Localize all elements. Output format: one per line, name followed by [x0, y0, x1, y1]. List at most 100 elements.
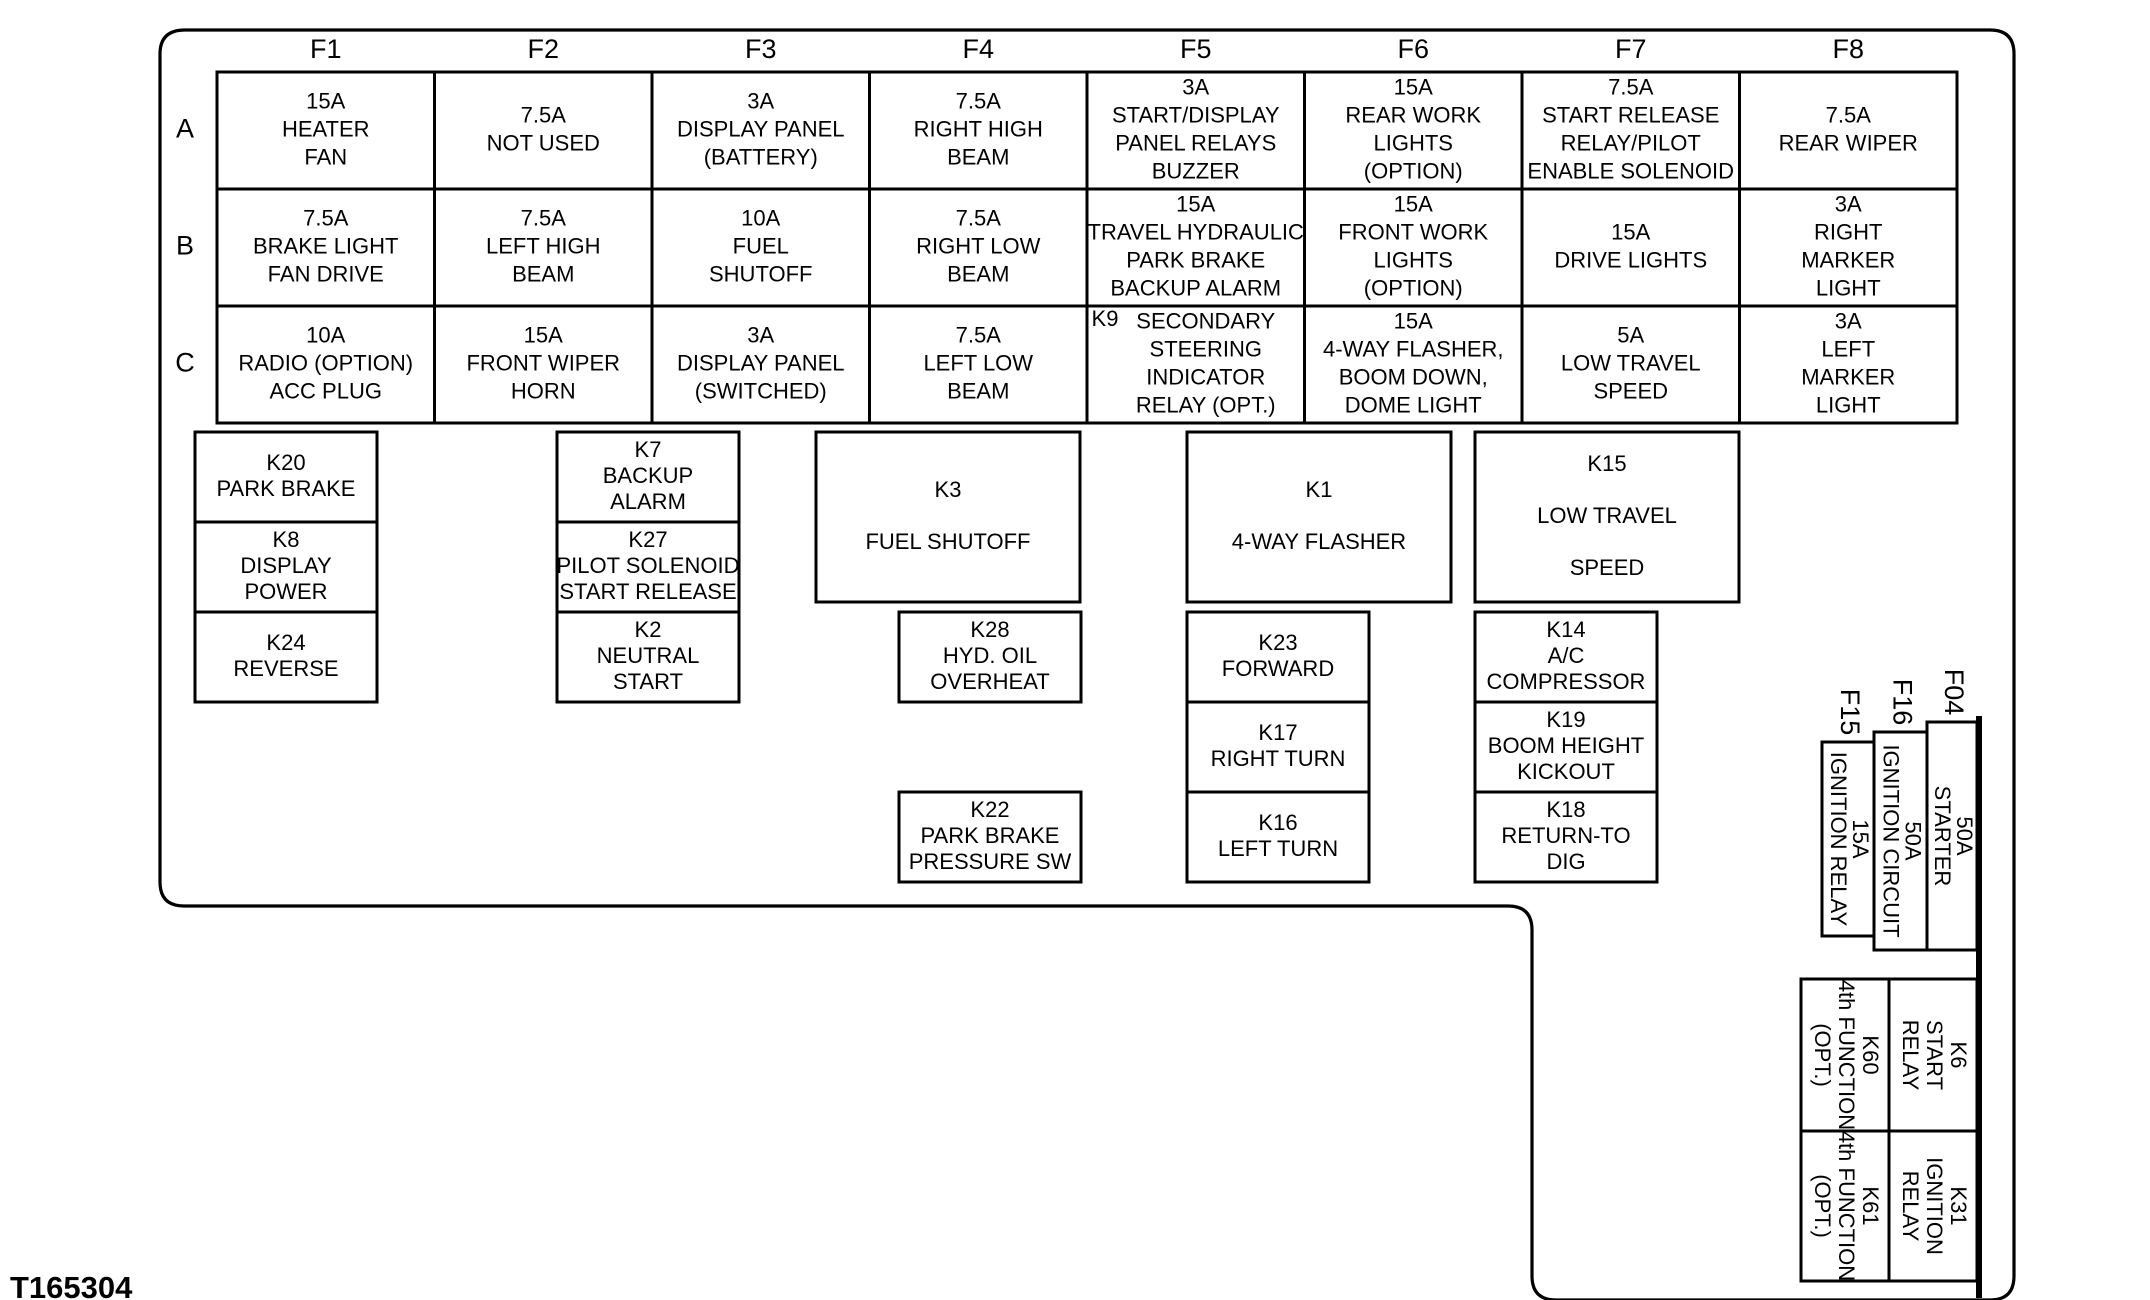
fuse-b8-line-3: LIGHT — [1816, 275, 1881, 300]
large-fuse-f16-line-1: IGNITION CIRCUIT — [1879, 744, 1904, 937]
fuse-b4-line-0: 7.5A — [956, 205, 1002, 230]
relay-k22 — [897, 790, 1083, 884]
relay-k16 — [1185, 790, 1371, 884]
relay-k8 — [193, 520, 379, 614]
fuse-c5-line-1: STEERING — [1150, 336, 1262, 361]
relay-k1 — [1185, 430, 1453, 604]
relay-k15-line-1: LOW TRAVEL — [1537, 503, 1677, 528]
fuse-c4-line-2: BEAM — [947, 378, 1009, 403]
relay-k7-line-1: BACKUP — [603, 463, 693, 488]
fuse-mounting-bar — [1976, 716, 1982, 1298]
relay-k20-line-0: K20 — [266, 450, 305, 475]
fuse-c3-line-1: DISPLAY PANEL — [677, 350, 845, 375]
fuse-b5-line-0: 15A — [1176, 191, 1215, 216]
fuse-b4 — [868, 187, 1089, 308]
relay-k22-line-2: PRESSURE SW — [909, 849, 1072, 874]
fuse-b5-line-1: TRAVEL HYDRAULIC — [1088, 219, 1304, 244]
relay-k19-line-0: K19 — [1546, 707, 1585, 732]
relay-k3-line-0: K3 — [935, 477, 962, 502]
large-fuse-f15 — [1820, 740, 1876, 938]
fuse-a3-line-0: 3A — [747, 88, 774, 113]
relay-k18-line-1: RETURN-TO — [1501, 823, 1630, 848]
fuse-b1 — [215, 187, 436, 308]
relay-k15-line-2: SPEED — [1570, 555, 1645, 580]
fuse-c6-line-3: DOME LIGHT — [1345, 392, 1482, 417]
fuse-c7-line-0: 5A — [1617, 322, 1644, 347]
fuse-c5-line-3: RELAY (OPT.) — [1136, 392, 1276, 417]
fuse-b6-line-2: LIGHTS — [1374, 247, 1453, 272]
fuse-c7 — [1520, 304, 1741, 425]
drawing-id: T165304 — [10, 1270, 133, 1300]
fuse-b8-line-2: MARKER — [1801, 247, 1895, 272]
fuse-a7-line-0: 7.5A — [1608, 74, 1654, 99]
side-relay-k60-line-2: (OPT.) — [1810, 1023, 1835, 1087]
relay-k27 — [555, 520, 741, 614]
relay-k24-line-1: REVERSE — [233, 656, 338, 681]
relay-k18-line-0: K18 — [1546, 797, 1585, 822]
relay-k17-line-0: K17 — [1258, 720, 1297, 745]
relay-k14-line-0: K14 — [1546, 617, 1585, 642]
column-header-f3: F3 — [745, 34, 777, 64]
relay-k2-line-2: START — [613, 669, 683, 694]
relay-k24-line-0: K24 — [266, 630, 305, 655]
fuse-a6-line-2: LIGHTS — [1374, 130, 1453, 155]
relay-k20-line-1: PARK BRAKE — [217, 476, 356, 501]
relay-k3 — [814, 430, 1082, 604]
fuse-a3-line-1: DISPLAY PANEL — [677, 116, 845, 141]
large-fuse-f16-line-0: 50A — [1901, 821, 1926, 860]
fuse-b8-line-1: RIGHT — [1814, 219, 1882, 244]
side-relay-k31-line-1: IGNITION — [1922, 1157, 1947, 1255]
large-fuse-f15-line-1: IGNITION RELAY — [1826, 752, 1851, 927]
fuse-c7-line-2: SPEED — [1593, 378, 1668, 403]
relay-k18 — [1473, 790, 1659, 884]
fuse-a5-line-0: 3A — [1182, 74, 1209, 99]
fuse-c8-line-3: LIGHT — [1816, 392, 1881, 417]
relay-k14-line-1: A/C — [1548, 643, 1585, 668]
side-relay-k60 — [1799, 977, 1891, 1133]
fuse-a7-line-3: ENABLE SOLENOID — [1527, 158, 1734, 183]
relay-k27-line-2: START RELEASE — [559, 579, 736, 604]
fuse-a5-line-2: PANEL RELAYS — [1115, 130, 1276, 155]
relay-k15-line-0: K15 — [1587, 451, 1626, 476]
fuse-b1-line-1: BRAKE LIGHT — [253, 233, 398, 258]
relay-k27-line-1: PILOT SOLENOID — [557, 553, 740, 578]
fuse-b2-line-1: LEFT HIGH — [486, 233, 601, 258]
fuse-c4 — [868, 304, 1089, 425]
fuse-a2 — [433, 70, 654, 191]
relay-k3-line-1: FUEL SHUTOFF — [865, 529, 1030, 554]
large-fuse-f15-tag: F15 — [1835, 689, 1865, 736]
fuse-c8-line-1: LEFT — [1821, 336, 1875, 361]
fuse-a6-line-0: 15A — [1394, 74, 1433, 99]
fuse-a2-line-0: 7.5A — [521, 102, 567, 127]
relay-k22-line-0: K22 — [970, 797, 1009, 822]
side-relay-k31-line-0: K31 — [1946, 1186, 1971, 1225]
fuse-b3-line-0: 10A — [741, 205, 780, 230]
fuse-c1-line-1: RADIO (OPTION) — [238, 350, 413, 375]
fuse-c5 — [1085, 304, 1306, 425]
panel-outline — [158, 28, 2016, 1300]
fuse-c6-line-2: BOOM DOWN, — [1339, 364, 1488, 389]
relay-k28 — [897, 610, 1083, 704]
fuse-b6-line-3: (OPTION) — [1364, 275, 1463, 300]
fuse-b5-line-3: BACKUP ALARM — [1110, 275, 1281, 300]
fuse-b3 — [650, 187, 871, 308]
side-relay-k61-line-0: K61 — [1858, 1186, 1883, 1225]
fuse-a4-line-0: 7.5A — [956, 88, 1002, 113]
column-header-f6: F6 — [1397, 34, 1429, 64]
relay-k2 — [555, 610, 741, 704]
relay-k17-line-1: RIGHT TURN — [1211, 746, 1346, 771]
relay-k16-line-0: K16 — [1258, 810, 1297, 835]
fuse-a6-line-1: REAR WORK — [1345, 102, 1481, 127]
fuse-c5-line-2: INDICATOR — [1146, 364, 1265, 389]
relay-k7-line-0: K7 — [635, 437, 662, 462]
fuse-a1-line-2: FAN — [304, 144, 347, 169]
row-header-a: A — [176, 114, 194, 144]
row-header-b: B — [176, 231, 194, 261]
relay-k2-line-1: NEUTRAL — [597, 643, 700, 668]
fuse-c2-line-0: 15A — [524, 322, 563, 347]
